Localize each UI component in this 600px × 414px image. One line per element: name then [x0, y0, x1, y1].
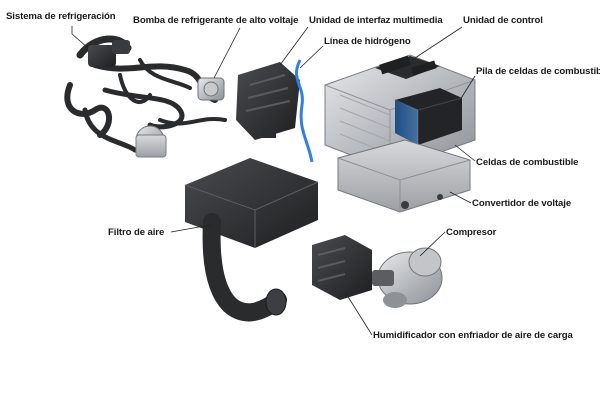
label-interfaz: Unidad de interfaz multimedia: [309, 15, 443, 26]
label-humidificador: Humidificador con enfriador de aire de c…: [373, 330, 573, 341]
label-pila: Pila de celdas de combustible: [476, 66, 600, 77]
hv-coolant-pump: [197, 77, 225, 101]
label-refrigeracion: Sistema de refrigeración: [6, 11, 116, 22]
fuel-cells: [394, 88, 463, 145]
label-control: Unidad de control: [463, 15, 543, 26]
leader-convertidor: [449, 191, 472, 204]
leader-compresor: [419, 231, 446, 257]
cooling-manifold: [88, 40, 167, 158]
leader-interfaz: [279, 26, 309, 66]
leader-celdas: [454, 144, 476, 162]
leader-pila: [459, 75, 476, 101]
leader-filtro: [170, 224, 211, 233]
leader-hidrogeno: [299, 45, 324, 69]
label-compresor: Compresor: [446, 227, 497, 238]
label-celdas: Celdas de combustible: [476, 157, 579, 168]
label-hidrogeno: Línea de hidrógeno: [324, 36, 411, 47]
leader-bomba: [213, 27, 241, 79]
voltage-converter: [337, 139, 471, 213]
multimedia-interface-unit: [236, 62, 300, 140]
humidifier: [312, 235, 372, 300]
leader-humidificador: [344, 291, 373, 336]
leader-lines: [71, 26, 476, 336]
compressor: [372, 247, 443, 308]
hydrogen-line: [295, 59, 314, 163]
control-unit: [375, 55, 440, 79]
label-bomba: Bomba de refrigerante de alto voltaje: [133, 15, 299, 26]
leader-control: [411, 26, 463, 61]
air-filter: [184, 158, 319, 322]
leader-refrigeracion: [71, 26, 89, 49]
label-convertidor: Convertidor de voltaje: [472, 198, 572, 209]
label-filtro: Filtro de aire: [108, 227, 165, 238]
cooling-system: [64, 35, 227, 153]
